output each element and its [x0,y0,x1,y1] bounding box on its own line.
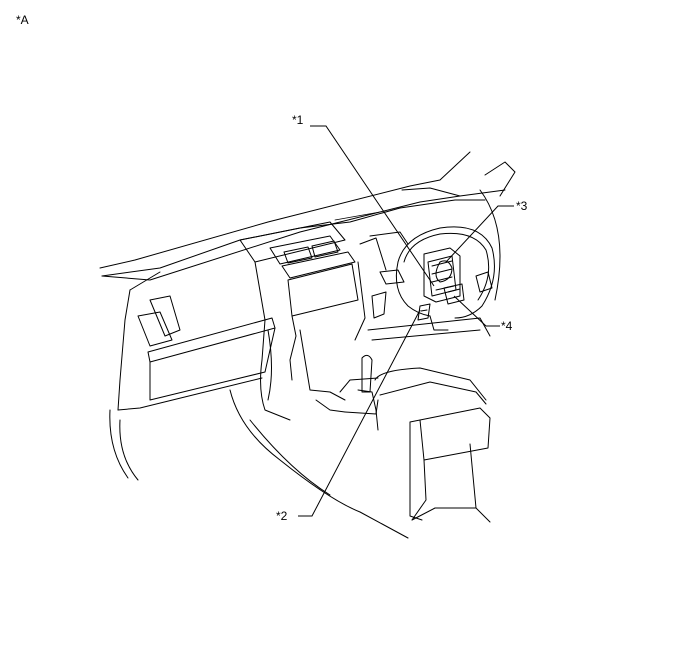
callout-4: *4 [501,319,513,333]
center-console [260,329,491,523]
steering-wheel [359,226,495,341]
callout-1: *1 [292,113,304,127]
view-label: *A [16,13,29,27]
callout-3: *3 [516,199,528,213]
leader-line-4 [453,295,500,327]
dashboard-top [101,187,486,291]
leader-line-1 [310,125,435,287]
windshield-outline [99,151,516,301]
glove-box-area [109,289,276,481]
floor-lines [229,389,409,539]
leader-line-2 [298,309,421,517]
leader-line-3 [445,205,514,263]
callout-2: *2 [276,509,288,523]
component-assembly [417,247,465,321]
leader-lines [298,125,514,517]
center-stack [239,221,366,401]
